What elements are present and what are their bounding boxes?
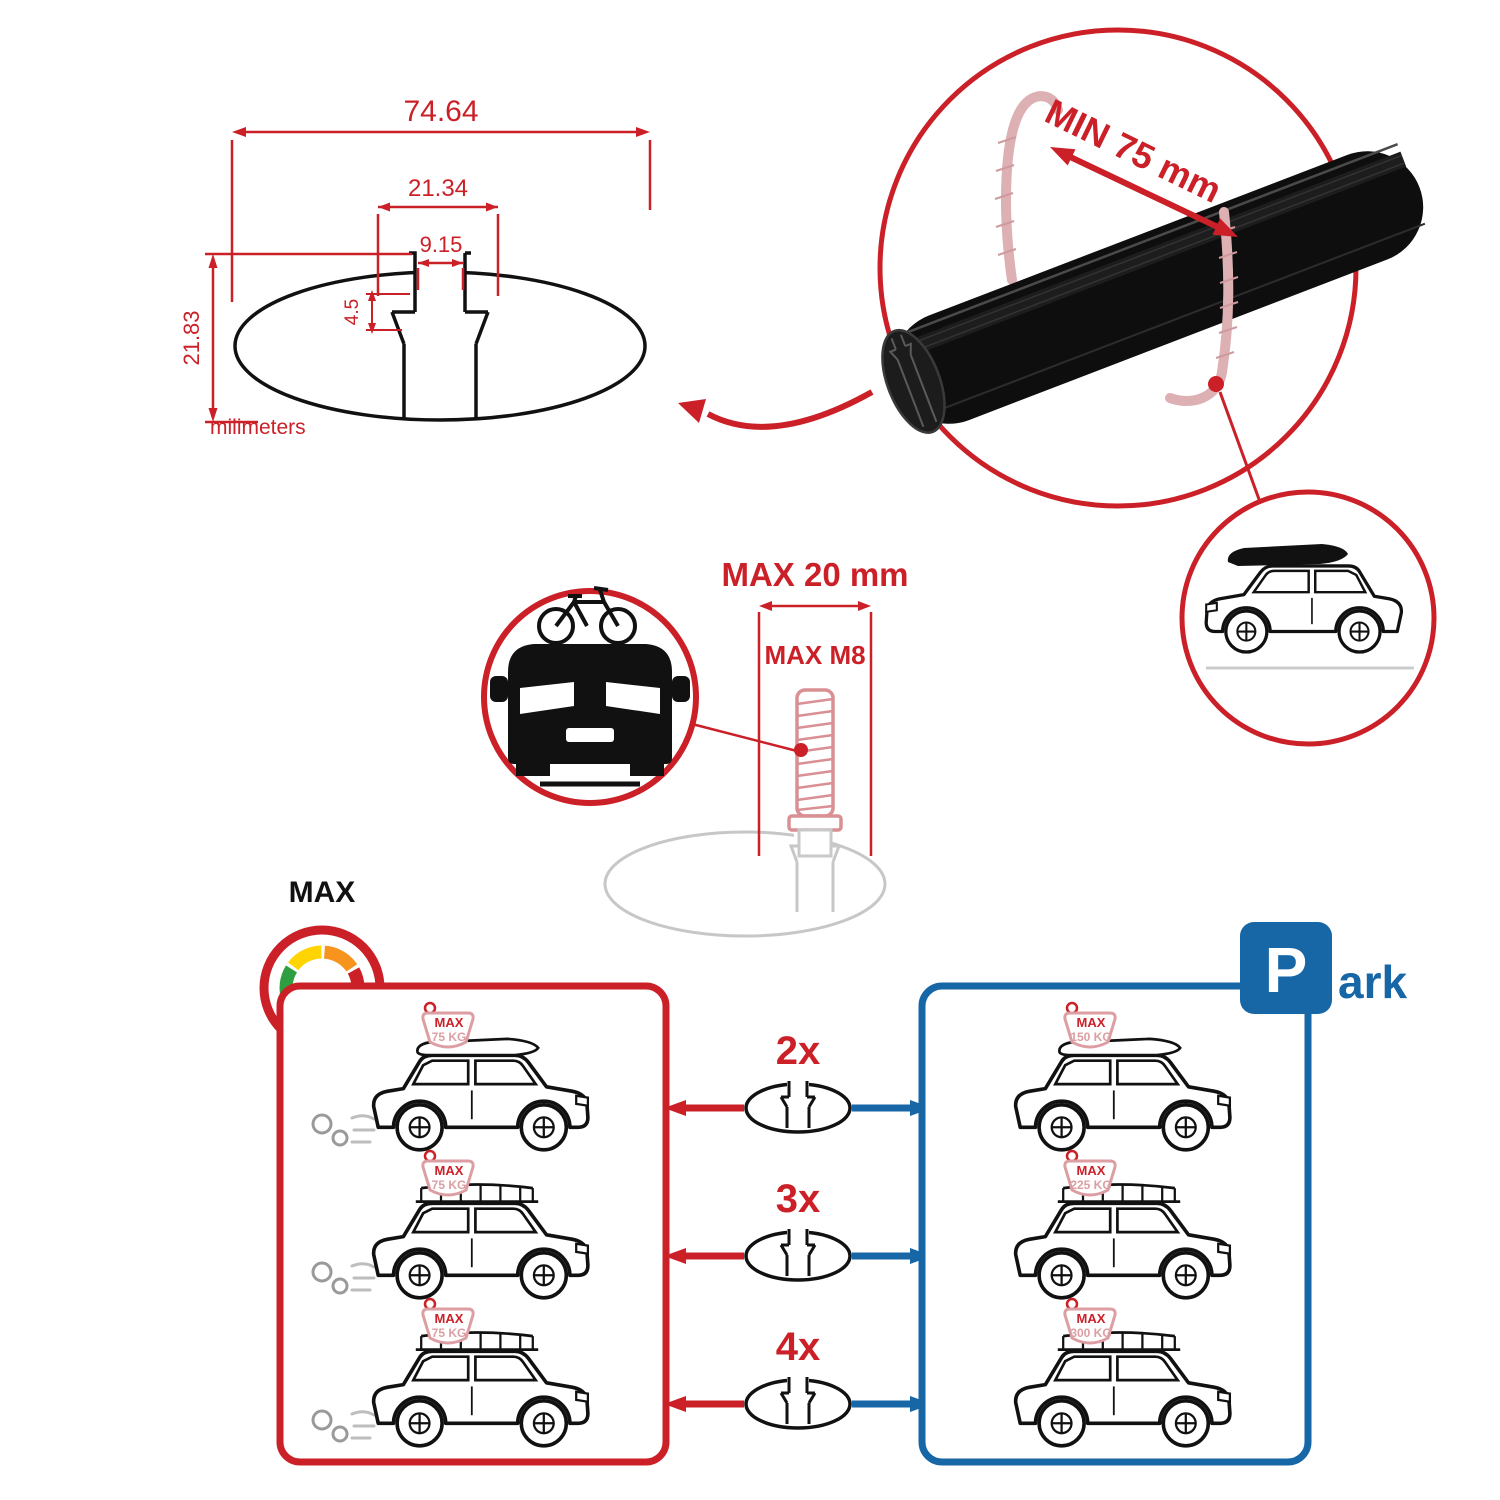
- arrowhead: [368, 323, 376, 334]
- crossbar-body: [892, 151, 1424, 424]
- arrowhead: [1212, 218, 1238, 237]
- arrowhead: [858, 601, 871, 611]
- crossbar-dimension-diagram: 74.64 21.34 9.15 4.5: [179, 95, 874, 439]
- bolt-marker-dot: [794, 743, 808, 757]
- dim-total-height-value: 21.83: [179, 310, 204, 365]
- crossbar-endcap: [881, 328, 946, 434]
- crossbar-section-icon: [744, 1226, 852, 1282]
- arrowhead: [664, 1100, 686, 1116]
- crossbar-section-icon: [744, 1374, 852, 1430]
- crossbar-ellipse-profile: [233, 270, 647, 422]
- crossbar-highlight: [902, 143, 1399, 336]
- endcap-slot: [888, 334, 938, 428]
- clamp-thread-ticks: [994, 136, 1017, 256]
- park-sign: P ark: [1240, 922, 1407, 1014]
- arrowhead: [759, 601, 772, 611]
- bar-count-label: 4x: [776, 1325, 821, 1369]
- load-tag-line2: 225 KG: [1070, 1178, 1111, 1192]
- min-span-arrow: [1062, 151, 1226, 233]
- bolt-threads: [796, 697, 834, 812]
- bolt-collar: [787, 814, 843, 832]
- load-tag-line1: MAX: [435, 1311, 464, 1326]
- units-label: milimeters: [210, 416, 306, 439]
- load-tag-line2: 75 KG: [432, 1178, 467, 1192]
- t-slot-profile: [390, 251, 490, 418]
- gauge-max-label: MAX: [289, 876, 356, 909]
- load-tag-line1: MAX: [435, 1015, 464, 1030]
- suv-roofbox-circle: [1179, 489, 1437, 747]
- load-tag-line2: 300 KG: [1070, 1326, 1111, 1340]
- headlight-left: [520, 682, 574, 714]
- bar-count-label: 2x: [776, 1029, 821, 1073]
- leader-line: [1218, 391, 1262, 503]
- mirror-right: [672, 676, 690, 702]
- load-tag-line1: MAX: [1077, 1015, 1106, 1030]
- gauge-arc-orange: [323, 945, 358, 972]
- car-front-body: [508, 644, 672, 764]
- arrowhead: [378, 202, 390, 212]
- arrowhead: [664, 1248, 686, 1264]
- dim-slot-opening-value: 9.15: [420, 232, 463, 257]
- crossbar-zoom-circle: MIN 75 mm: [877, 27, 1426, 509]
- arrowhead: [232, 127, 246, 137]
- driving-load-panel: MAX 75 KG MAX 75 KG MAX 75 KG: [276, 982, 670, 1466]
- load-tag-line1: MAX: [1077, 1163, 1106, 1178]
- car-front-icon: [490, 644, 690, 787]
- wheel-left: [516, 764, 550, 776]
- arrowhead: [208, 408, 218, 422]
- park-sign-square: [1240, 922, 1332, 1014]
- arrowhead: [208, 254, 218, 268]
- bar-count-label: 3x: [776, 1177, 821, 1221]
- arrowhead: [1050, 147, 1076, 166]
- bolt-t-head: [797, 828, 833, 858]
- dim-slot-depth-value: 4.5: [342, 299, 363, 325]
- mirror-left: [490, 676, 508, 702]
- roof-box-black: [1227, 544, 1348, 566]
- clamp-marker-dot: [1208, 376, 1224, 392]
- bolt-diagram: MAX 20 mm MAX M8: [603, 556, 909, 938]
- arrowhead: [636, 127, 650, 137]
- crossbar-channel: [900, 151, 1407, 359]
- bar-count-column: 2x 3x 4x: [664, 1029, 932, 1430]
- dim-total-width-value: 74.64: [403, 95, 478, 128]
- arrowhead: [452, 259, 463, 267]
- gauge-arc-yellow: [288, 945, 322, 971]
- wheel-right: [630, 764, 664, 776]
- arrowhead: [486, 202, 498, 212]
- leader-line: [691, 722, 798, 753]
- parked-load-panel: MAX 150 KG MAX 225 KG MAX 300 KG P ark: [918, 922, 1407, 1466]
- ghost-clamp-left: [1001, 91, 1063, 285]
- crossbar-render: [881, 143, 1426, 434]
- headlight-right: [606, 682, 660, 714]
- load-tag-line2: 75 KG: [432, 1326, 467, 1340]
- zoom-pointer-arrow: [706, 389, 874, 430]
- arrowhead: [418, 259, 429, 267]
- arrowhead: [368, 290, 376, 301]
- license-plate: [566, 728, 614, 742]
- dim-total-width: [230, 130, 652, 302]
- ghost-crossbar-section: [603, 830, 887, 938]
- load-tag-line1: MAX: [1077, 1311, 1106, 1326]
- park-sign-ark: ark: [1338, 956, 1407, 1008]
- load-tag-line2: 150 KG: [1070, 1030, 1111, 1044]
- bolt-max-thread-label: MAX M8: [764, 640, 865, 670]
- slot-gap-mask: [416, 264, 464, 282]
- crossbar-section-icon: [744, 1078, 852, 1134]
- bicycle-icon: [537, 586, 637, 645]
- dim-total-height: [205, 252, 412, 424]
- bike-on-car-circle: [481, 586, 699, 806]
- dim-slot-outer-value: 21.34: [408, 175, 468, 202]
- load-tag-line1: MAX: [435, 1163, 464, 1178]
- zoom-pointer-arrowhead: [678, 399, 706, 423]
- arrowhead: [664, 1396, 686, 1412]
- bolt-max-width-label: MAX 20 mm: [721, 556, 908, 593]
- load-tag-line2: 75 KG: [432, 1030, 467, 1044]
- park-sign-p: P: [1265, 934, 1308, 1006]
